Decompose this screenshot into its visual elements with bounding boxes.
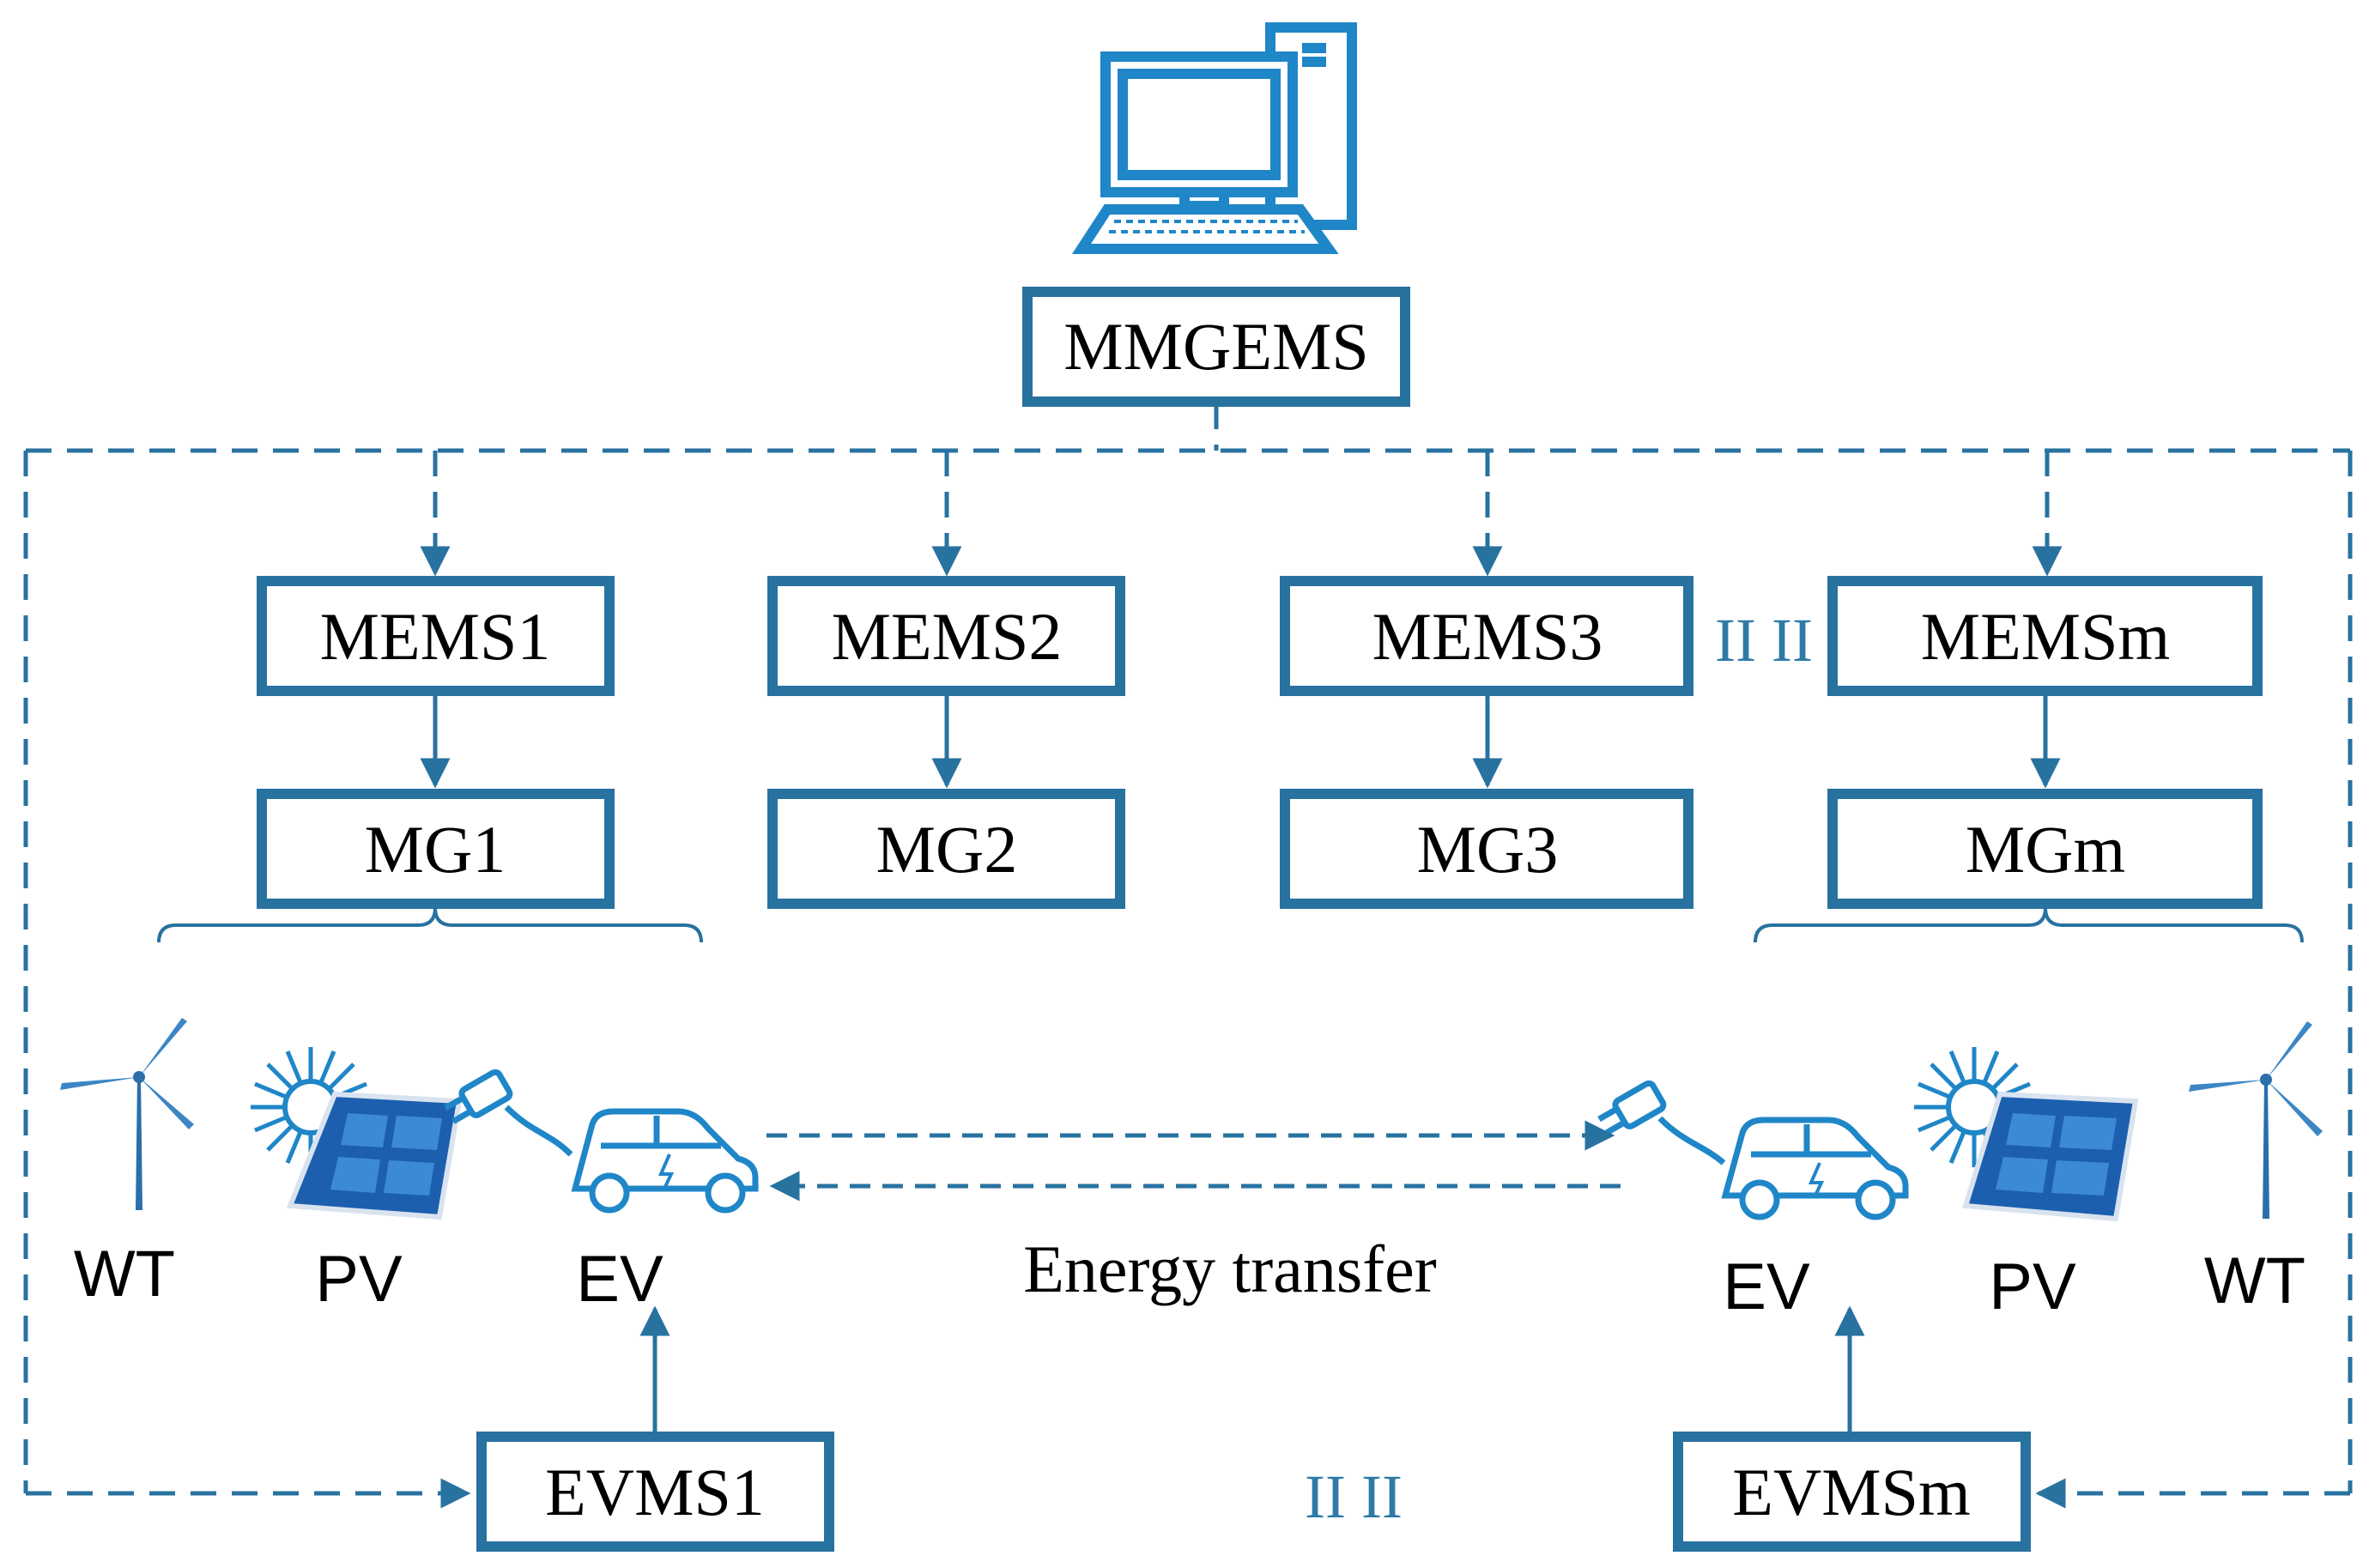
energy-transfer-arrows — [766, 1120, 1621, 1202]
device-label: WT — [2204, 1244, 2305, 1317]
mems-box-1: MEMS1 — [257, 576, 615, 696]
mg-box-2: MG2 — [767, 789, 1125, 909]
mems-to-mg-arrows — [420, 696, 2061, 789]
mg-box-m: MGm — [1827, 789, 2263, 909]
mems-label: MEMS3 — [1372, 599, 1603, 674]
mems-label: MEMS1 — [320, 599, 551, 674]
mems-label: MEMS2 — [832, 599, 1063, 674]
mg-label: MGm — [1966, 812, 2125, 887]
mems-box-m: MEMSm — [1827, 576, 2263, 696]
mg-label: MG3 — [1417, 812, 1559, 887]
control-network-dashed — [23, 403, 2353, 1509]
device-label: EV — [1723, 1250, 1810, 1323]
energy-transfer-label: Energy transfer — [1023, 1232, 1437, 1306]
mg-box-3: MG3 — [1280, 789, 1693, 909]
mems-ellipsis: II II — [1715, 606, 1813, 675]
mg-label: MG2 — [876, 812, 1018, 887]
evms-box-1: EVMS1 — [476, 1432, 834, 1552]
evms-ellipsis: II II — [1305, 1462, 1403, 1531]
mems-box-2: MEMS2 — [767, 576, 1125, 696]
evms-label: EVMSm — [1732, 1455, 1970, 1529]
evms-to-ev-arrows — [639, 1305, 1865, 1433]
evms-box-m: EVMSm — [1673, 1432, 2031, 1552]
device-label: EV — [576, 1243, 663, 1316]
mg-label: MG1 — [365, 812, 506, 887]
desktop-computer-icon — [1071, 22, 1357, 254]
evms-label: EVMS1 — [545, 1455, 765, 1529]
solar-panel-icon — [251, 1047, 463, 1220]
ev-charging-icon — [444, 1069, 759, 1214]
wind-turbine-icon — [2189, 1021, 2323, 1219]
brace-right — [1754, 907, 2304, 943]
solar-panel-icon — [1914, 1047, 2139, 1222]
mg-box-1: MG1 — [257, 789, 615, 909]
mmgems-label: MMGEMS — [1063, 309, 1368, 384]
wind-turbine-icon — [60, 1018, 194, 1210]
device-label: PV — [315, 1243, 403, 1316]
device-label: WT — [74, 1238, 175, 1311]
ev-charging-icon — [1597, 1080, 1909, 1220]
mems-box-3: MEMS3 — [1280, 576, 1693, 696]
mems-label: MEMSm — [1921, 599, 2170, 674]
mmgems-box: MMGEMS — [1022, 287, 1410, 407]
brace-left — [157, 907, 703, 943]
device-label: PV — [1989, 1250, 2076, 1323]
